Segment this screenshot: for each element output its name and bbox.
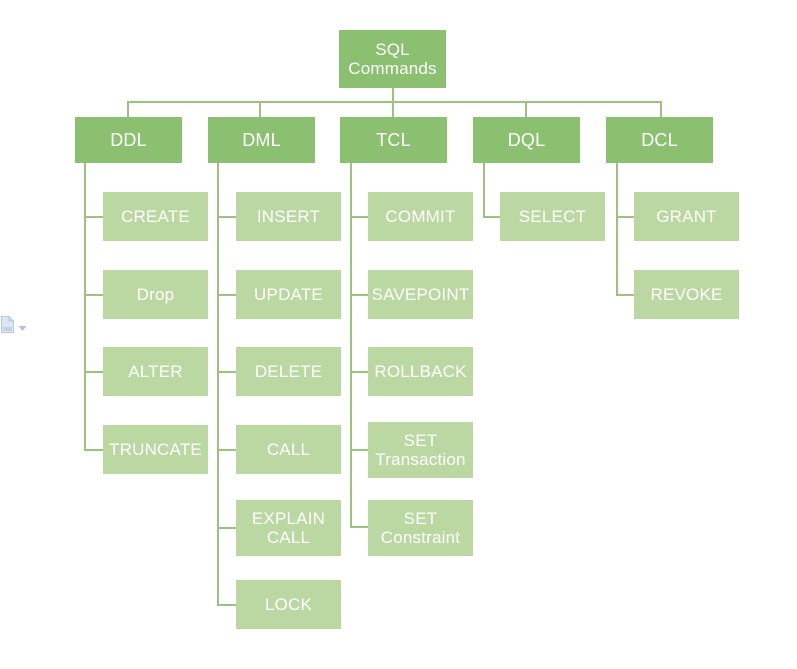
- node-lock[interactable]: LOCK: [236, 580, 341, 629]
- node-insert[interactable]: INSERT: [236, 192, 341, 241]
- paste-options-icon: [1, 316, 14, 333]
- paste-options-control[interactable]: [0, 316, 30, 340]
- connector-dml-to-insert: [217, 216, 236, 218]
- connector-tcl-to-set-transaction: [350, 449, 369, 451]
- connector-dml-spine: [217, 163, 219, 606]
- node-rollback[interactable]: ROLLBACK: [368, 347, 473, 396]
- node-tcl[interactable]: TCL: [340, 117, 447, 163]
- connector-dml-to-update: [217, 294, 236, 296]
- connector-dcl-to-grant: [616, 216, 634, 218]
- node-set-transaction[interactable]: SET Transaction: [368, 422, 473, 478]
- connector-tcl-to-rollback: [350, 371, 369, 373]
- connector-dcl-spine: [616, 163, 618, 296]
- node-create[interactable]: CREATE: [103, 192, 208, 241]
- node-update[interactable]: UPDATE: [236, 270, 341, 319]
- node-dcl[interactable]: DCL: [606, 117, 713, 163]
- node-explain-call[interactable]: EXPLAIN CALL: [236, 500, 341, 556]
- connector-root-to-dql: [525, 101, 527, 117]
- connector-ddl-to-drop: [84, 294, 103, 296]
- connector-ddl-to-create: [84, 216, 103, 218]
- connector-tcl-spine: [350, 163, 352, 528]
- connector-dml-to-call: [217, 449, 236, 451]
- connector-ddl-to-alter: [84, 371, 103, 373]
- connector-tcl-to-commit: [350, 216, 369, 218]
- node-revoke[interactable]: REVOKE: [634, 270, 739, 319]
- node-delete[interactable]: DELETE: [236, 347, 341, 396]
- connector-root-bus: [127, 101, 662, 103]
- connector-tcl-to-set-constraint: [350, 526, 369, 528]
- connector-dml-to-lock: [217, 604, 236, 606]
- node-dql[interactable]: DQL: [473, 117, 580, 163]
- connector-root-to-tcl: [392, 101, 394, 117]
- connector-root-to-dml: [259, 101, 261, 117]
- connector-dml-to-explain-call: [217, 527, 236, 529]
- node-ddl[interactable]: DDL: [75, 117, 182, 163]
- node-alter[interactable]: ALTER: [103, 347, 208, 396]
- node-grant[interactable]: GRANT: [634, 192, 739, 241]
- connector-dcl-to-revoke: [616, 294, 634, 296]
- node-dml[interactable]: DML: [208, 117, 315, 163]
- node-commit[interactable]: COMMIT: [368, 192, 473, 241]
- node-select[interactable]: SELECT: [500, 192, 605, 241]
- connector-root-drop: [392, 88, 394, 102]
- chevron-down-icon[interactable]: [18, 325, 27, 332]
- connector-dml-to-delete: [217, 371, 236, 373]
- node-drop[interactable]: Drop: [103, 270, 208, 319]
- node-call[interactable]: CALL: [236, 425, 341, 474]
- connector-dql-to-select: [483, 216, 500, 218]
- connector-tcl-to-savepoint: [350, 294, 369, 296]
- node-savepoint[interactable]: SAVEPOINT: [368, 270, 473, 319]
- node-set-constraint[interactable]: SET Constraint: [368, 500, 473, 556]
- connector-dql-spine: [483, 163, 485, 218]
- node-truncate[interactable]: TRUNCATE: [103, 425, 208, 474]
- node-sql-commands[interactable]: SQL Commands: [339, 30, 446, 88]
- connector-ddl-spine: [84, 163, 86, 451]
- connector-ddl-to-truncate: [84, 449, 103, 451]
- connector-root-to-ddl: [127, 101, 129, 117]
- connector-root-to-dcl: [660, 101, 662, 117]
